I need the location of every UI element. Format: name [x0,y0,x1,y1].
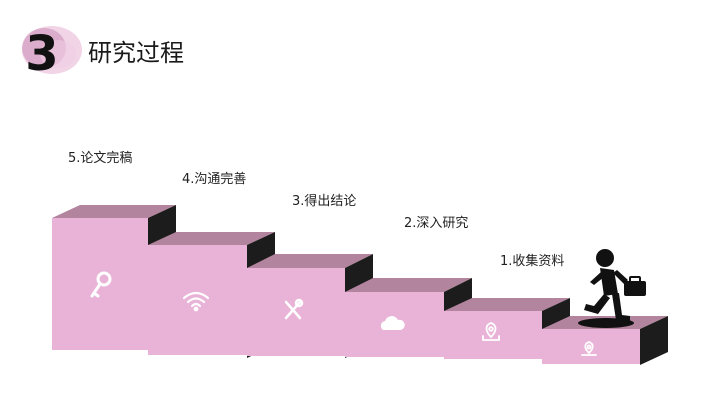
key-icon [90,271,112,298]
location-pin-icon-1 [581,341,597,356]
section-number-badge: 3 [22,26,82,80]
step-label-2: 2.深入研究 [404,216,469,231]
cloud-icon [380,316,405,330]
section-number: 3 [25,26,58,80]
wifi-icon [182,291,210,312]
step-block-1 [542,316,668,365]
section-title: 研究过程 [88,39,184,67]
step-label-4: 4.沟通完善 [182,172,247,187]
step-label-3: 3.得出结论 [292,194,357,209]
tools-icon [284,298,304,320]
step-label-1: 1.收集资料 [500,254,565,269]
step-label-5: 5.论文完稿 [68,151,133,166]
climbing-person-figure [578,249,646,328]
location-pin-icon-2 [482,322,500,341]
